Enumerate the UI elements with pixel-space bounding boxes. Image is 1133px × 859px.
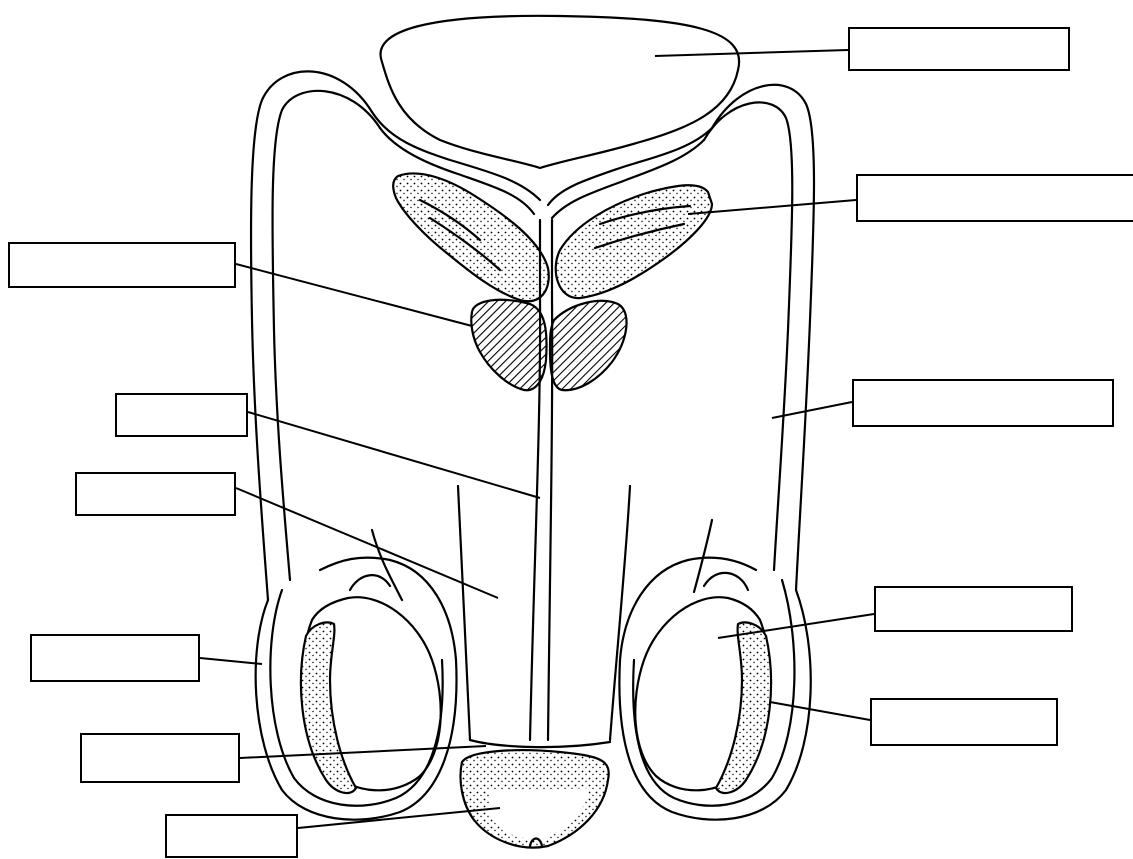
seminal-vesicle-right [556, 185, 712, 298]
left-inner-contour [272, 91, 380, 580]
label-testis[interactable] [874, 586, 1073, 632]
right-outer-contour [712, 85, 814, 590]
seminal-vesicle-left [393, 173, 549, 301]
penis-left-edge [458, 486, 470, 740]
label-prostate-gland[interactable] [8, 242, 236, 288]
label-seminal-vesicle[interactable] [856, 174, 1133, 222]
label-bladder[interactable] [848, 27, 1070, 71]
label-vas-deferens[interactable] [852, 379, 1114, 427]
prostate-right [550, 301, 627, 390]
epididymis-left [301, 623, 356, 794]
epididymis-right [716, 623, 771, 794]
prostate-left [471, 300, 546, 390]
label-penis[interactable] [75, 472, 236, 516]
label-foreskin[interactable] [80, 733, 240, 783]
label-glans-penis[interactable] [165, 814, 298, 858]
label-urethra[interactable] [115, 393, 248, 437]
right-inner-contour [704, 102, 792, 570]
label-epididymis[interactable] [870, 698, 1058, 746]
label-scrotum[interactable] [30, 634, 200, 682]
